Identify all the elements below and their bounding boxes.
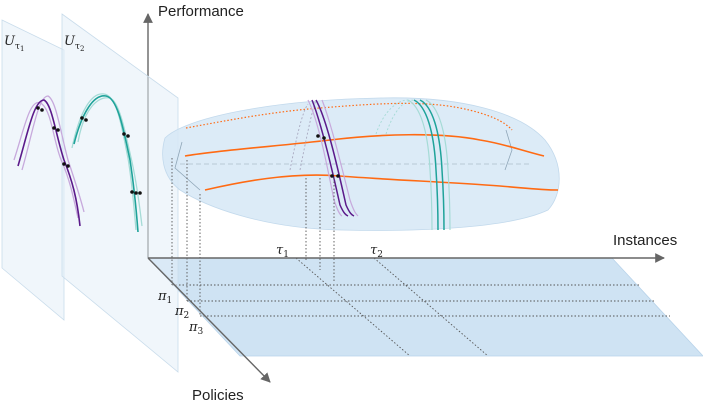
tau2-label: τ2 xyxy=(370,243,383,260)
plane-grid-lines xyxy=(172,257,670,357)
policies-axis xyxy=(147,257,271,383)
policies-axis-label: Policies xyxy=(192,387,244,404)
policy-curves xyxy=(184,102,559,191)
projection-lines xyxy=(171,158,335,316)
pi2-label: π2 xyxy=(174,304,189,321)
u-tau1-plane xyxy=(1,19,65,321)
u-tau1-points xyxy=(36,106,70,168)
tau1-slice-curves xyxy=(289,99,359,217)
tau1-label: τ1 xyxy=(276,243,289,260)
pi1-label: π1 xyxy=(157,289,172,306)
u-tau2-plane xyxy=(61,13,179,373)
surface-intersection-points xyxy=(316,134,340,178)
u-tau2-curves xyxy=(71,93,143,233)
u-tau1-label: Uτ1 xyxy=(4,34,24,53)
u-tau2-label: Uτ2 xyxy=(64,34,84,53)
performance-axis-label: Performance xyxy=(158,3,244,20)
instances-axis-label: Instances xyxy=(613,232,677,249)
policy-instance-plane xyxy=(147,257,703,357)
u-tau2-points xyxy=(80,116,142,195)
u-tau1-curves xyxy=(13,95,85,227)
tau2-slice-curves xyxy=(375,99,451,231)
pi3-label: π3 xyxy=(188,320,204,337)
surface-thin-lines xyxy=(174,129,513,191)
